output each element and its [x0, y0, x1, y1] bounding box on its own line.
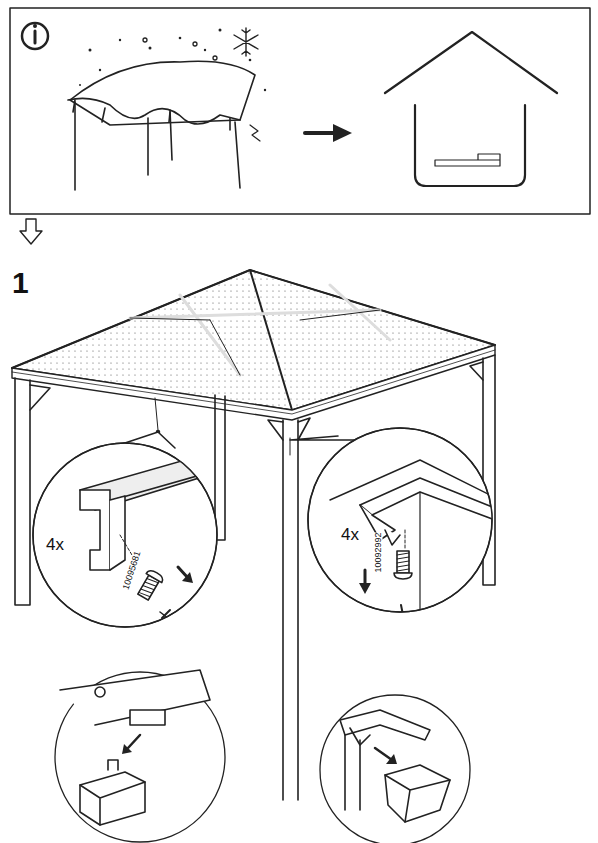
- snow-gazebo: [68, 28, 266, 190]
- right-detail: [330, 460, 500, 650]
- info-icon: [22, 23, 48, 49]
- left-detail: [80, 450, 225, 660]
- step-number: 1: [12, 268, 29, 298]
- end-cap-right: [340, 710, 450, 822]
- quantity-label: 4x: [46, 536, 64, 553]
- screw: [135, 568, 165, 601]
- end-cap-left: [60, 670, 210, 825]
- part-number: 10092992: [373, 532, 382, 572]
- quantity-label: 4x: [341, 526, 359, 543]
- indoor-storage-icon: [385, 32, 557, 186]
- screw: [394, 551, 412, 579]
